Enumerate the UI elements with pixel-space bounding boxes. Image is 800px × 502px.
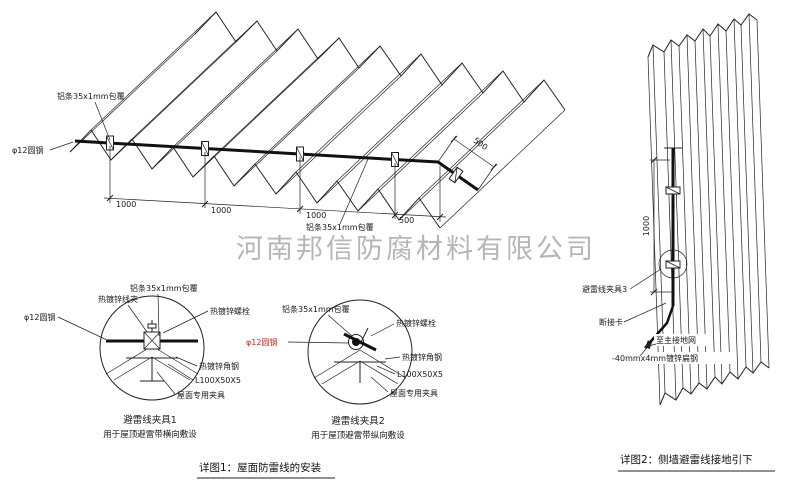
wall-clamp-symbol: [665, 260, 681, 269]
wall-top-profile: [647, 13, 758, 58]
leader-flat-steel: [639, 341, 653, 357]
detail2-label-roof-clamp: 屋面专用夹具: [390, 388, 438, 398]
wall-label-clamp3: 避雷线夹具3: [582, 284, 627, 294]
dim-ticks: [106, 194, 444, 221]
detail1-label-round-steel: φ12圆钢: [24, 312, 55, 322]
clamp-hatch: [665, 186, 681, 195]
leader-alu-bottom: [339, 158, 369, 225]
wall-down-lead: [644, 305, 675, 349]
roof-label-alu-top: 铝条35x1mm包覆: [57, 91, 125, 101]
dim-line-bottom: [103, 197, 447, 218]
clamp-hatch: [391, 152, 399, 167]
dim-500-slope: 500: [472, 136, 490, 152]
wall-label-disconnect: 断接卡: [599, 317, 623, 327]
clamp-hatch: [201, 141, 209, 156]
detail1-clamp-hatch: [143, 331, 161, 350]
detail1-bolt-nut: [147, 323, 157, 329]
leader-alu-top: [94, 101, 111, 141]
detail1-title: 避雷线夹具1: [123, 414, 177, 426]
detail1-label-roof-clamp: 屋面专用夹具: [177, 390, 225, 400]
caption-detail2: 详图2：侧墙避雷线接地引下: [620, 453, 753, 466]
detail2-leader-bolt: [370, 323, 395, 337]
detail2-wire-section-outer: [348, 334, 364, 350]
detail2-label-alu: 铝条35x1mm包覆: [282, 304, 350, 314]
detail2-label-round-steel: φ12圆钢: [246, 337, 277, 347]
detail2-clamp-plate: [343, 332, 377, 352]
detail2-drawing: 铝条35x1mm包覆 热镀锌螺栓 φ12圆钢 热镀锌角钢 L100X50X5 屋…: [246, 299, 443, 441]
detail2-subtitle: 用于屋顶避雷带纵向敷设: [311, 430, 405, 441]
dim-line-slope: [453, 138, 495, 168]
clamp-hatch: [454, 167, 458, 183]
lightning-wire: [74, 139, 479, 192]
leader-disconnect: [623, 302, 667, 323]
detail1-subtitle: 用于屋顶避雷带横向敷设: [103, 429, 197, 440]
clamp-hatch: [106, 135, 114, 151]
wall-clamp-symbol: [665, 186, 681, 195]
detail1-label-angle-spec: L100X50X5: [195, 376, 241, 385]
roof-label-round-steel: φ12圆钢: [12, 145, 43, 155]
detail1-leader-roof-clamp: [156, 371, 176, 395]
wall-corrugation-lines: [647, 13, 770, 406]
detail1-circle: [99, 295, 205, 401]
clamp-hatch: [665, 260, 681, 269]
detail2-leader-angle: [384, 356, 401, 360]
detail1-leader-wire-clamp: [127, 304, 148, 333]
watermark-text: 河南邦信防腐材料有限公司: [236, 234, 596, 265]
dim-1000-a: 1000: [116, 200, 136, 209]
detail1-leader-angle-spec: [167, 363, 194, 381]
caption-detail1: 详图1：屋面防雷线的安装: [199, 461, 322, 474]
dim-1000-c: 1000: [306, 211, 326, 220]
detail2-label-angle: 热镀锌角钢: [402, 352, 442, 362]
roof-ridge-lines: [69, 11, 566, 229]
detail1-label-alu: 铝条35x1mm包覆: [130, 283, 198, 293]
dim-slope-ticks: [450, 135, 498, 171]
dim-extension-lines: [109, 146, 441, 222]
detail2-title: 避雷线夹具2: [331, 415, 385, 427]
detail1-angle-steel: [126, 357, 178, 382]
leader-round-steel: [49, 141, 74, 151]
clamp-hatch: [296, 146, 304, 162]
detail1-label-angle: 热镀锌角钢: [199, 361, 239, 371]
wall-drawing: 1000 避雷线夹具3 断接卡 至主接地网 -40mmx4mm镀锌扁钢: [582, 13, 770, 406]
detail1-leader-angle: [175, 356, 198, 367]
roof-drawing: 1000 1000 1000 500 500 铝条35x1mm包覆 φ12圆钢 …: [12, 11, 566, 232]
detail2-angle-steel: [334, 361, 386, 383]
roof-label-alu-bottom: 铝条35x1mm包覆: [306, 222, 374, 232]
wire-clamp-symbol: [448, 166, 464, 184]
detail2-label-angle-spec: L100X50X5: [397, 370, 443, 379]
wall-label-flat-steel: -40mmx4mm镀锌扁钢: [612, 353, 698, 363]
detail2-leader-round-steel: [287, 341, 350, 344]
detail2-roof-profile: [313, 349, 407, 385]
detail2-leader-alu: [327, 314, 353, 337]
label-bg: [654, 334, 706, 346]
detail2-circle: [307, 299, 413, 405]
detail1-label-bolt: 热镀锌螺栓: [210, 306, 250, 316]
dim-1000-b: 1000: [211, 206, 231, 215]
detail2-bolt: [359, 327, 369, 345]
leader-clamp3: [629, 268, 662, 290]
detail1-leader-bolt: [162, 310, 209, 334]
detail2-leader-angle-spec: [376, 365, 396, 375]
leader-to-ground: [644, 343, 657, 348]
clamp3-callout-circle: [658, 249, 688, 279]
captions: 详图1：屋面防雷线的安装 详图2：侧墙避雷线接地引下: [197, 453, 775, 479]
wall-dim-ticks: [650, 156, 658, 296]
label-bg: [610, 352, 730, 364]
detail1-leader-alu: [157, 293, 160, 337]
detail1-leader-round-steel: [57, 316, 108, 341]
dim-500-bottom: 500: [399, 216, 414, 225]
wall-label-to-ground: 至主接地网: [656, 335, 696, 345]
detail1-label-wire-clamp: 热镀锌线夹: [98, 294, 138, 304]
detail2-label-bolt: 热镀锌螺栓: [396, 318, 436, 328]
detail1-drawing: 热镀锌线夹 铝条35x1mm包覆 热镀锌螺栓 φ12圆钢 热镀锌角钢 L100X…: [24, 283, 250, 440]
wall-dim-1000: 1000: [642, 216, 651, 236]
detail2-leader-roof-clamp: [370, 376, 389, 393]
